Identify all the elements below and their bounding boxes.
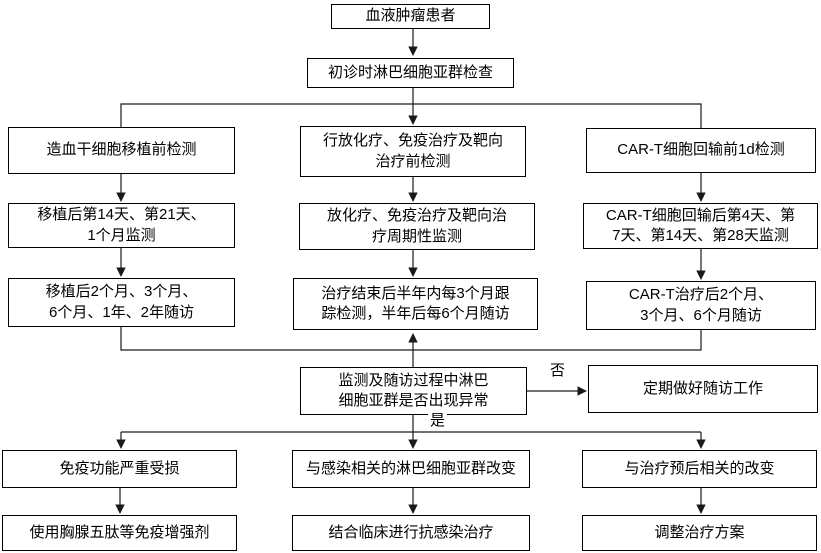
node-infection-related-change: 与感染相关的淋巴细胞亚群改变 xyxy=(292,450,530,488)
node-hsct-pre-test: 造血干细胞移植前检测 xyxy=(8,127,235,174)
node-thymopentin-immune-enhancer: 使用胸腺五肽等免疫增强剂 xyxy=(2,515,237,551)
connector-yes-split xyxy=(121,415,701,433)
node-prognosis-related-change: 与治疗预后相关的改变 xyxy=(582,450,817,488)
node-radio-chemo-periodic-monitoring: 放化疗、免疫治疗及靶向治 疗周期性监测 xyxy=(299,203,535,250)
node-abnormality-decision: 监测及随访过程中淋巴 细胞亚群是否出现异常 xyxy=(300,367,527,415)
node-cart-monitoring: CAR-T细胞回输后第4天、第 7天、第14天、第28天监测 xyxy=(583,203,818,249)
node-hsct-monitoring: 移植后第14天、第21天、 1个月监测 xyxy=(8,203,235,248)
node-radio-chemo-pre-test: 行放化疗、免疫治疗及靶向 治疗前检测 xyxy=(300,126,526,177)
node-initial-lymphocyte-check: 初诊时淋巴细胞亚群检查 xyxy=(307,58,514,88)
node-immune-severely-impaired: 免疫功能严重受损 xyxy=(2,450,237,488)
node-cart-followup: CAR-T治疗后2个月、 3个月、6个月随访 xyxy=(586,281,816,330)
node-post-treatment-followup: 治疗结束后半年内每3个月跟 踪检测，半年后每6个月随访 xyxy=(293,278,538,330)
node-hsct-followup: 移植后2个月、3个月、 6个月、1年、2年随访 xyxy=(8,278,235,327)
label-yes: 是 xyxy=(428,412,448,430)
connector-collector xyxy=(120,327,702,351)
node-cart-pre-test: CAR-T细胞回输前1d检测 xyxy=(586,128,816,173)
node-anti-infection-treatment: 结合临床进行抗感染治疗 xyxy=(292,515,530,551)
node-blood-tumor-patient: 血液肿瘤患者 xyxy=(331,4,490,29)
node-regular-followup: 定期做好随访工作 xyxy=(588,365,818,413)
node-adjust-treatment-plan: 调整治疗方案 xyxy=(582,515,817,551)
label-no: 否 xyxy=(548,362,568,380)
connector-top-split xyxy=(120,103,702,128)
